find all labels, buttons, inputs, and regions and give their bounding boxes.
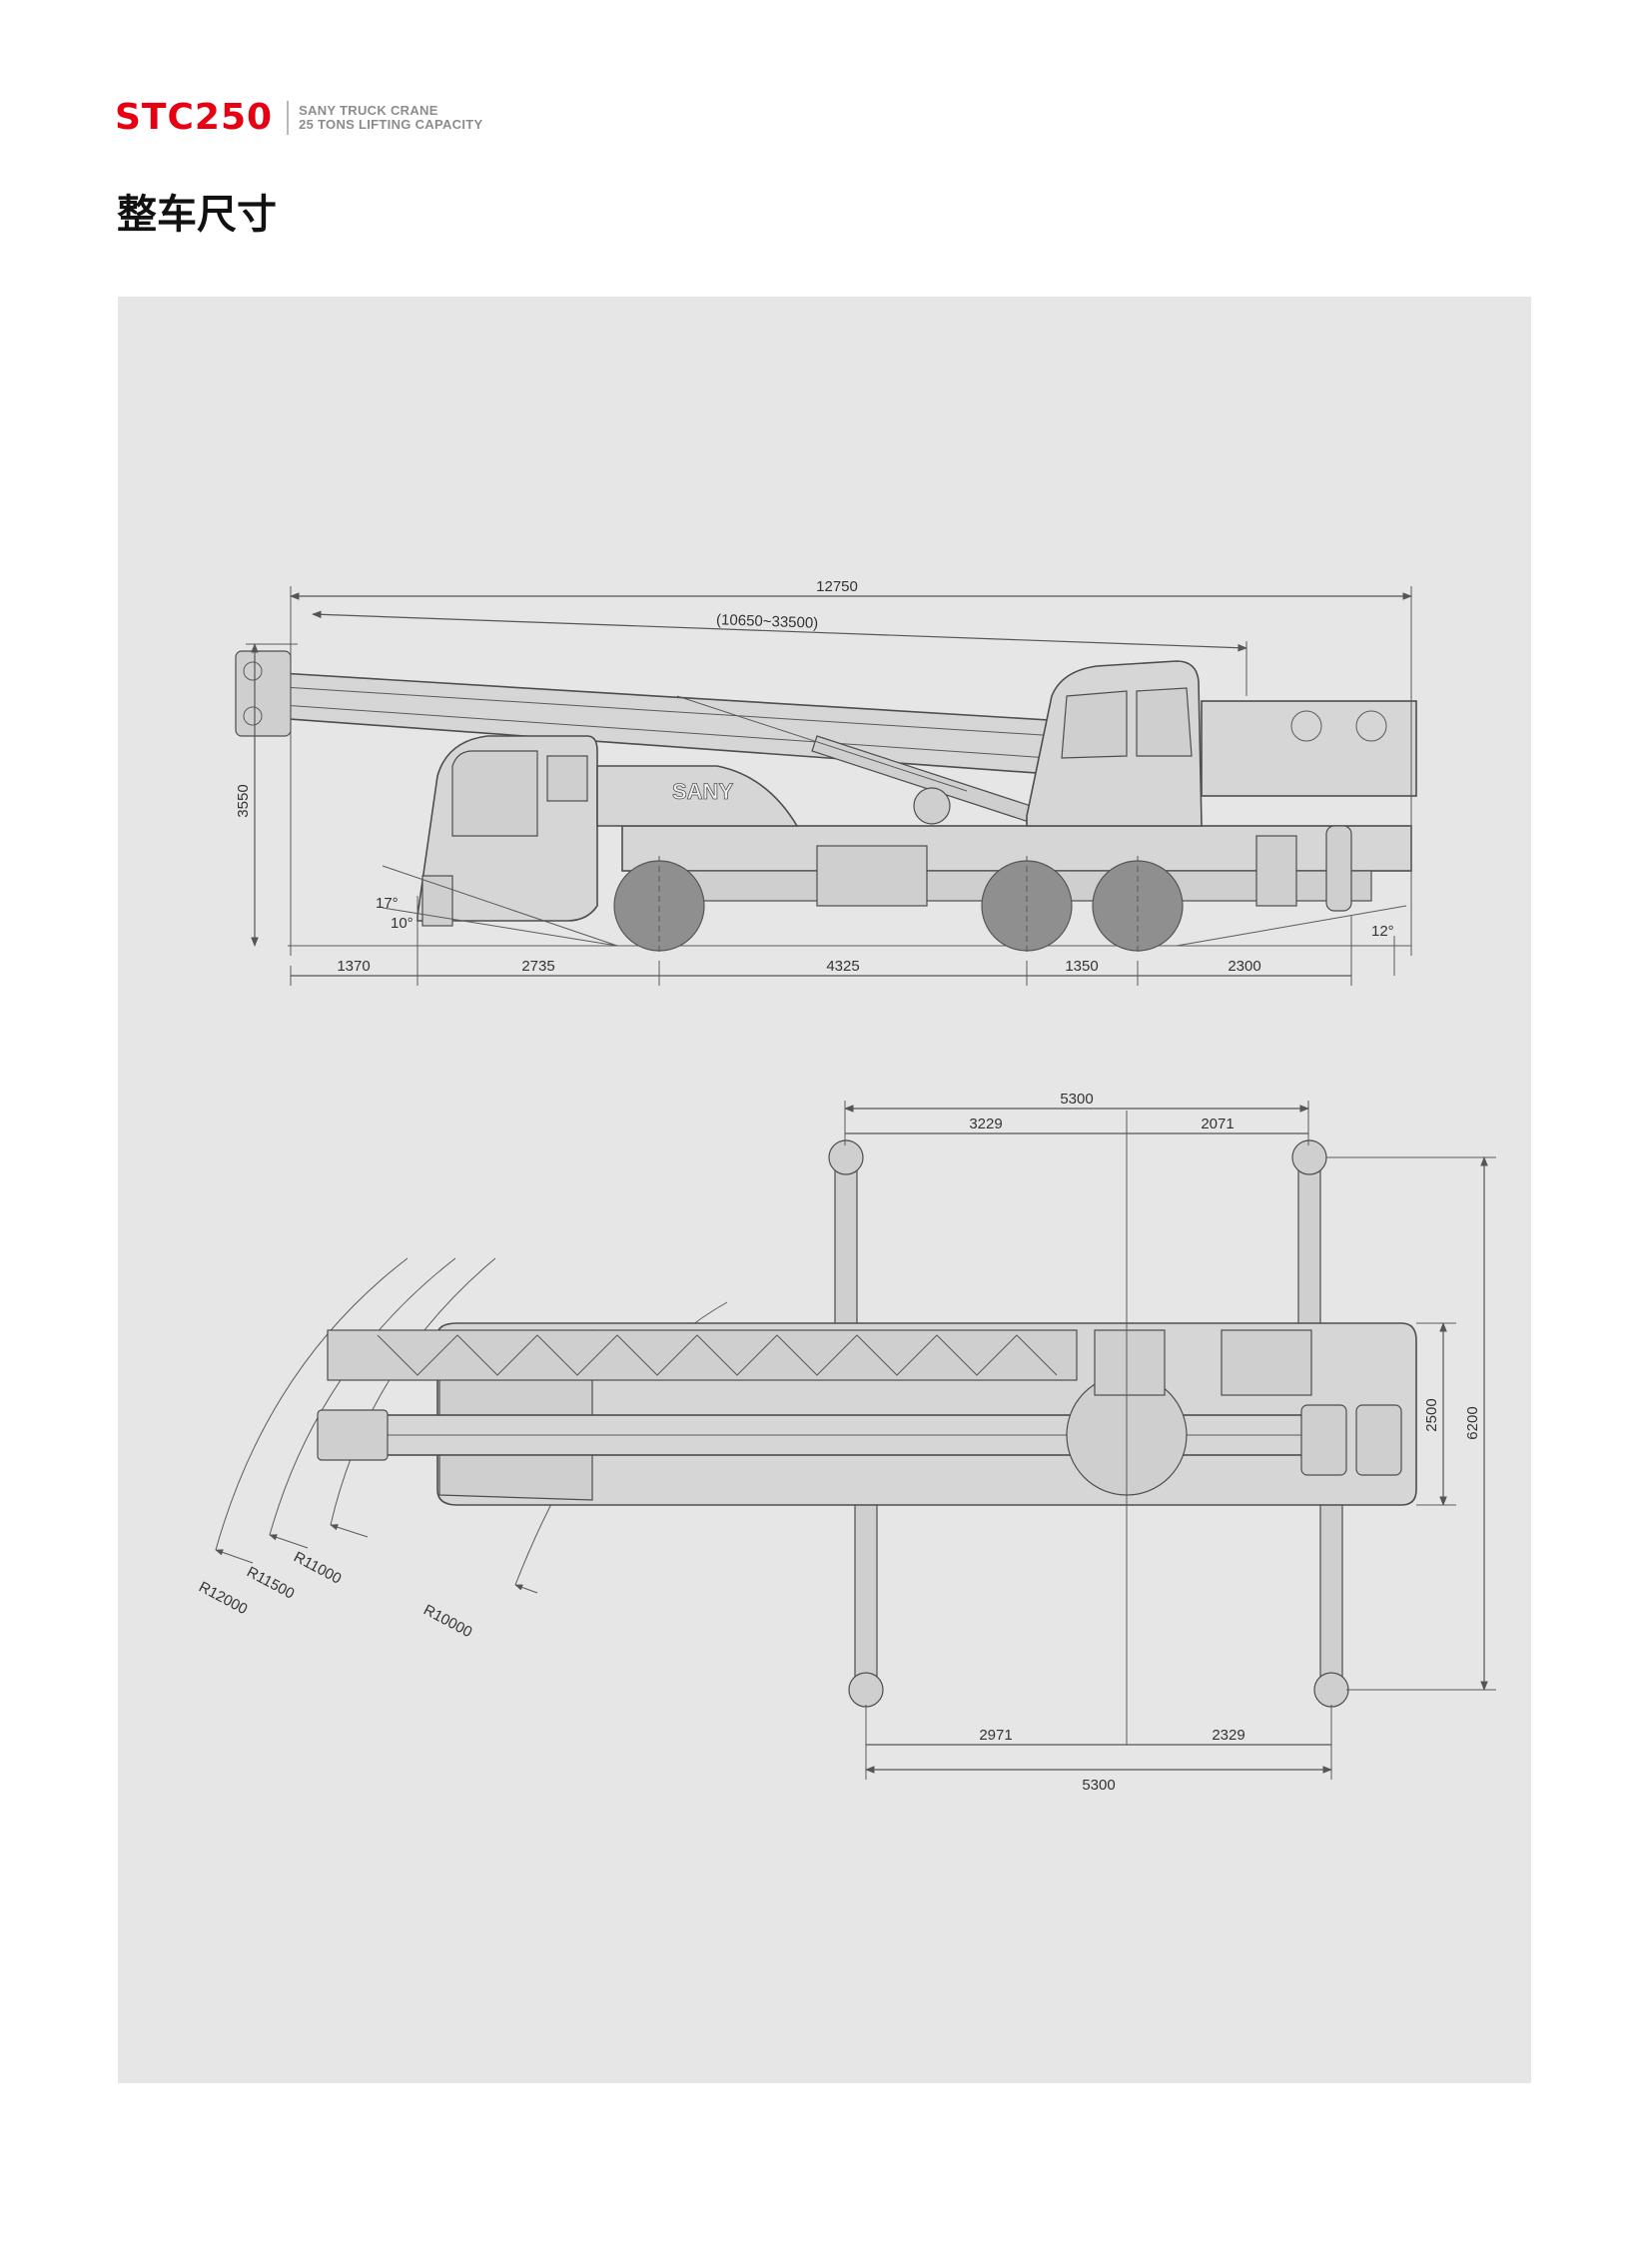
drawing-panel: SANY 12750 (10650~33500) 3	[118, 297, 1531, 2083]
dim-top-span: 5300	[1060, 1091, 1093, 1108]
dim-rear-overhang: 2300	[1228, 958, 1260, 975]
radius-11000: R11000	[291, 1549, 344, 1588]
dim-bottom-span: 5300	[1082, 1777, 1115, 1794]
dim-wheelbase-1: 2735	[521, 958, 554, 975]
model-tagline: SANY TRUCK CRANE 25 TONS LIFTING CAPACIT…	[299, 104, 482, 132]
dim-overall-length: 12750	[816, 578, 858, 595]
approach-angle-17: 17°	[376, 895, 399, 912]
radius-10000: R10000	[420, 1602, 474, 1642]
departure-angle: 12°	[1371, 923, 1394, 940]
tagline-line-1: SANY TRUCK CRANE	[299, 103, 438, 118]
dim-bottom-right: 2329	[1212, 1727, 1244, 1744]
top-view-drawing: R11000 R11500 R12000 R10000	[196, 1091, 1496, 1794]
dim-top-left: 3229	[969, 1116, 1002, 1132]
header-divider	[287, 101, 290, 135]
dim-height: 3550	[235, 784, 252, 817]
dim-wheelbase-2: 4325	[826, 958, 859, 975]
dim-wheelbase-3: 1350	[1065, 958, 1098, 975]
model-logo: STC250	[115, 97, 274, 138]
radius-11500: R11500	[244, 1564, 297, 1603]
brand-mark: SANY	[672, 779, 733, 804]
dim-outrigger-width: 6200	[1464, 1406, 1481, 1439]
radius-12000: R12000	[196, 1579, 250, 1619]
side-view-drawing: SANY 12750 (10650~33500) 3	[235, 578, 1417, 986]
dim-top-right: 2071	[1201, 1116, 1234, 1132]
dim-vehicle-width: 2500	[1423, 1398, 1440, 1431]
tagline-line-2: 25 TONS LIFTING CAPACITY	[299, 117, 483, 132]
approach-angle-10: 10°	[391, 915, 413, 932]
dim-front-overhang: 1370	[337, 958, 370, 975]
dim-bottom-left: 2971	[979, 1727, 1012, 1744]
dim-boom-length: (10650~33500)	[716, 611, 819, 632]
page-title: 整车尺寸	[117, 192, 277, 238]
brand-header: STC250 SANY TRUCK CRANE 25 TONS LIFTING …	[115, 98, 482, 138]
